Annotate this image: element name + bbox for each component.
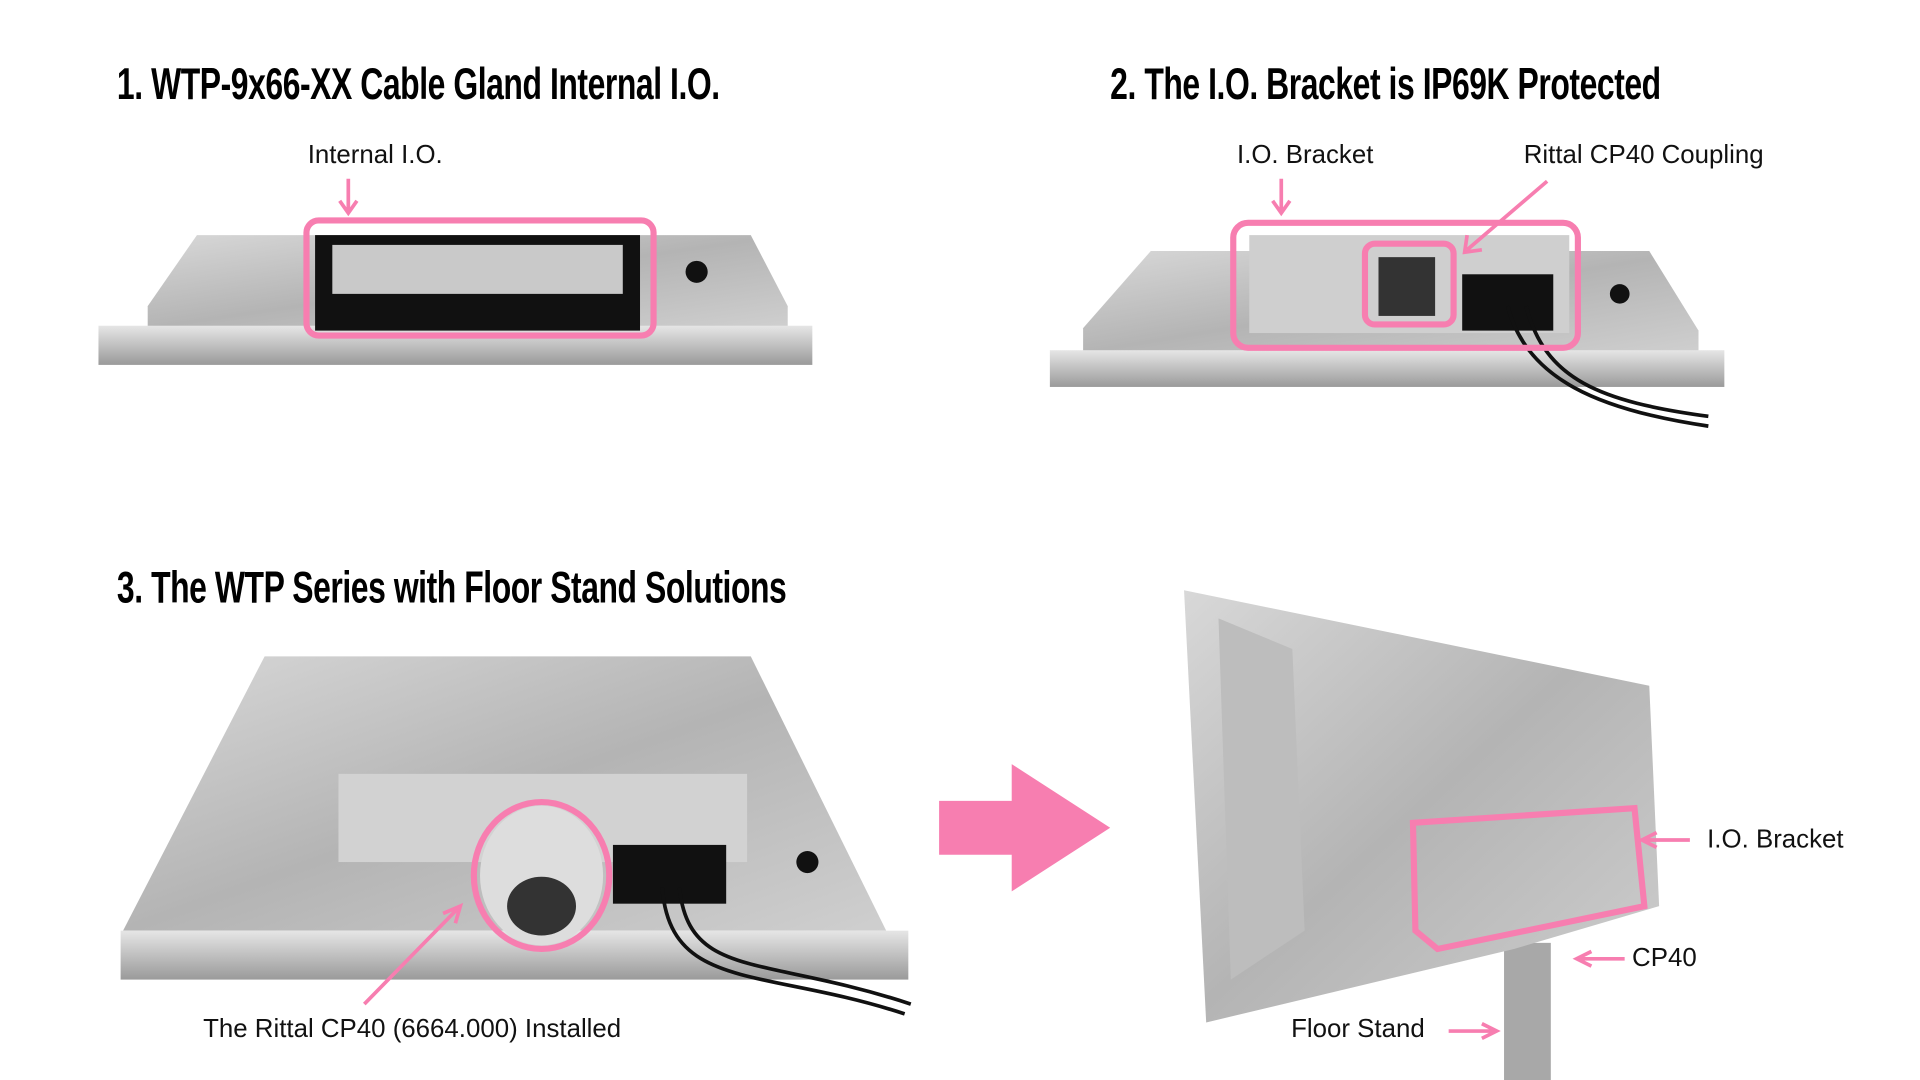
highlight-box [470, 798, 613, 953]
label-io-bracket: I.O. Bracket [1236, 140, 1374, 169]
section-1-title: 1. WTP-9x66-XX Cable Gland Internal I.O. [116, 58, 720, 109]
highlight-box [1409, 804, 1648, 953]
label-internal-io: Internal I.O. [307, 140, 443, 169]
device-3-photo [120, 656, 912, 1016]
highlight-box [303, 217, 657, 339]
device-4-photo [1184, 590, 1660, 1080]
section-2-title: 2. The I.O. Bracket is IP69K Protected [1110, 58, 1661, 109]
device-1-photo [98, 235, 813, 365]
arrow-down-icon [1271, 178, 1292, 217]
section-3-title: 3. The WTP Series with Floor Stand Solut… [116, 562, 787, 613]
arrow-diagonal-icon [1462, 179, 1549, 255]
highlight-box [1230, 219, 1581, 351]
label-cp40: CP40 [1632, 944, 1697, 973]
label-rittal-cp40-coupling: Rittal CP40 Coupling [1523, 140, 1764, 169]
label-floor-stand: Floor Stand [1291, 1015, 1425, 1044]
highlight-box [1361, 240, 1457, 328]
arrow-left-icon [1637, 831, 1690, 849]
device-2-photo [1049, 235, 1725, 428]
label-rittal-cp40-installed: The Rittal CP40 (6664.000) Installed [203, 1015, 622, 1044]
arrow-down-icon [338, 178, 359, 217]
label-io-bracket-stand: I.O. Bracket [1707, 825, 1844, 854]
arrow-right-icon [1448, 1022, 1501, 1041]
arrow-right-icon [939, 764, 1111, 892]
arrow-diagonal-icon [362, 902, 464, 1006]
arrow-left-icon [1572, 949, 1625, 968]
